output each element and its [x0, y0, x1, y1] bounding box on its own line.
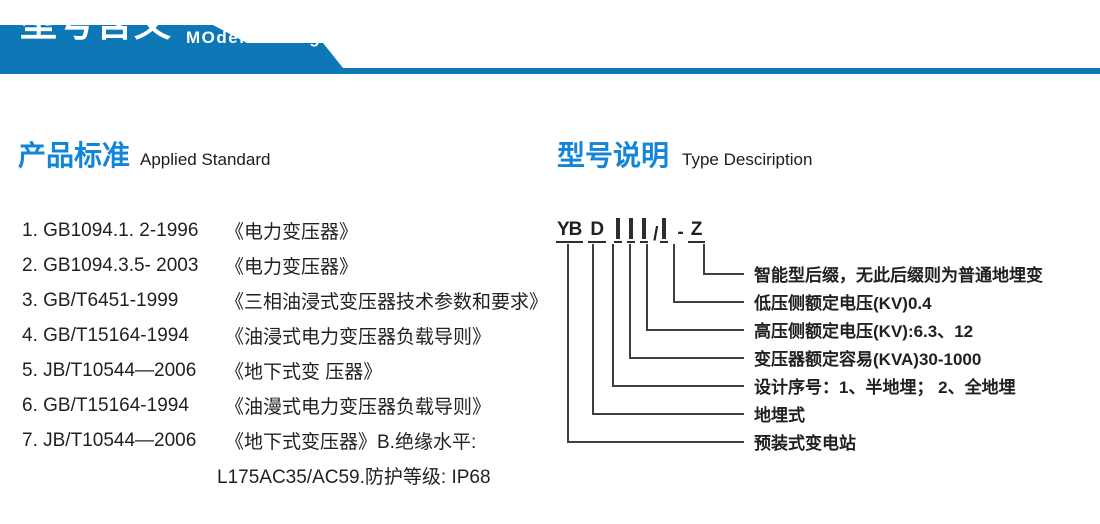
model-code: YB D / - Z	[556, 218, 706, 245]
diagram-label-lv: 低压侧额定电压(KV)0.4	[754, 294, 932, 313]
standard-title: 《地下式变压器》B.绝缘水平:	[225, 432, 477, 453]
list-item: 3. GB/T6451-1999 《三相油浸式变压器技术参数和要求》	[22, 283, 552, 318]
square-icon	[616, 218, 621, 239]
diagram-label-prefab: 预装式变电站	[754, 434, 856, 453]
page-title: 型号含义	[20, 3, 172, 44]
list-item: 6. GB/T15164-1994 《油漫式电力变压器负载导则》	[22, 388, 552, 423]
diagram-label-buried: 地埋式	[754, 406, 805, 425]
model-code-prefix: YB	[556, 220, 584, 243]
standard-title: 《三相油浸式变压器技术参数和要求》	[225, 292, 549, 313]
connector-line-capacity	[629, 244, 744, 359]
square-icon	[642, 218, 647, 239]
connector-line-prefix	[567, 244, 744, 443]
list-item: 5. JB/T10544—2006 《地下式变 压器》	[22, 353, 552, 388]
standards-heading-en: Applied Standard	[140, 150, 271, 169]
type-desc-heading: 型号说明 Type Desciription	[557, 140, 812, 172]
list-item: 4. GB/T15164-1994 《油浸式电力变压器负载导则》	[22, 318, 552, 353]
placeholder-box-lv	[660, 218, 669, 243]
type-desc-heading-en: Type Desciription	[682, 150, 813, 169]
model-code-slash: /	[653, 224, 659, 245]
diagram-label-design-no: 设计序号：1、半地埋； 2、全地埋	[754, 378, 1016, 397]
standard-code: 1. GB1094.1. 2-1996	[22, 219, 199, 241]
standards-heading-cn: 产品标准	[18, 140, 131, 171]
list-item: 7. JB/T10544—2006 《地下式变压器》B.绝缘水平:	[22, 423, 552, 458]
standard-code: 7. JB/T10544—2006	[22, 429, 197, 451]
placeholder-box-hv	[640, 218, 649, 243]
standard-code: 2. GB1094.3.5- 2003	[22, 254, 199, 276]
standard-code: 3. GB/T6451-1999	[22, 289, 179, 311]
connector-line-hv	[646, 244, 744, 331]
standard-title: 《地下式变 压器》	[225, 362, 383, 383]
model-code-suffix: Z	[687, 220, 706, 243]
standard-code: 5. JB/T10544—2006	[22, 359, 197, 381]
placeholder-box-design-no	[627, 218, 636, 243]
list-item: 2. GB1094.3.5- 2003 《电力变压器》	[22, 248, 552, 283]
standard-title: 《电力变压器》	[225, 222, 359, 243]
model-code-dash: -	[677, 222, 684, 243]
page-subtitle: MOdel maning	[186, 28, 322, 47]
square-icon	[629, 218, 634, 239]
list-item: 1. GB1094.1. 2-1996 《电力变压器》	[22, 213, 552, 248]
type-desc-heading-cn: 型号说明	[557, 140, 670, 171]
model-code-type-letter: D	[588, 220, 607, 243]
standard-code: 4. GB/T15164-1994	[22, 324, 189, 346]
list-item-continuation: L175AC35/AC59.防护等级: IP68	[22, 458, 552, 493]
standards-list: 1. GB1094.1. 2-1996 《电力变压器》 2. GB1094.3.…	[22, 213, 552, 493]
diagram-label-capacity: 变压器额定容易(KVA)30-1000	[754, 350, 982, 369]
standard-continuation: L175AC35/AC59.防护等级: IP68	[217, 467, 491, 488]
standard-title: 《油漫式电力变压器负载导则》	[225, 397, 492, 418]
connector-line-design-no	[612, 244, 744, 387]
diagram-label-hv: 高压侧额定电压(KV):6.3、12	[754, 322, 974, 341]
connector-line-type-letter	[592, 244, 744, 415]
standards-heading: 产品标准 Applied Standard	[18, 140, 270, 172]
square-icon	[662, 218, 667, 239]
standard-title: 《电力变压器》	[225, 257, 359, 278]
diagram-label-suffix: 智能型后缀，无此后缀则为普通地埋变	[754, 266, 1043, 285]
connector-line-suffix	[703, 244, 744, 275]
connector-line-lv	[673, 244, 744, 303]
placeholder-box-capacity	[614, 218, 623, 243]
standard-code: 6. GB/T15164-1994	[22, 394, 189, 416]
standard-title: 《油浸式电力变压器负载导则》	[225, 327, 492, 348]
